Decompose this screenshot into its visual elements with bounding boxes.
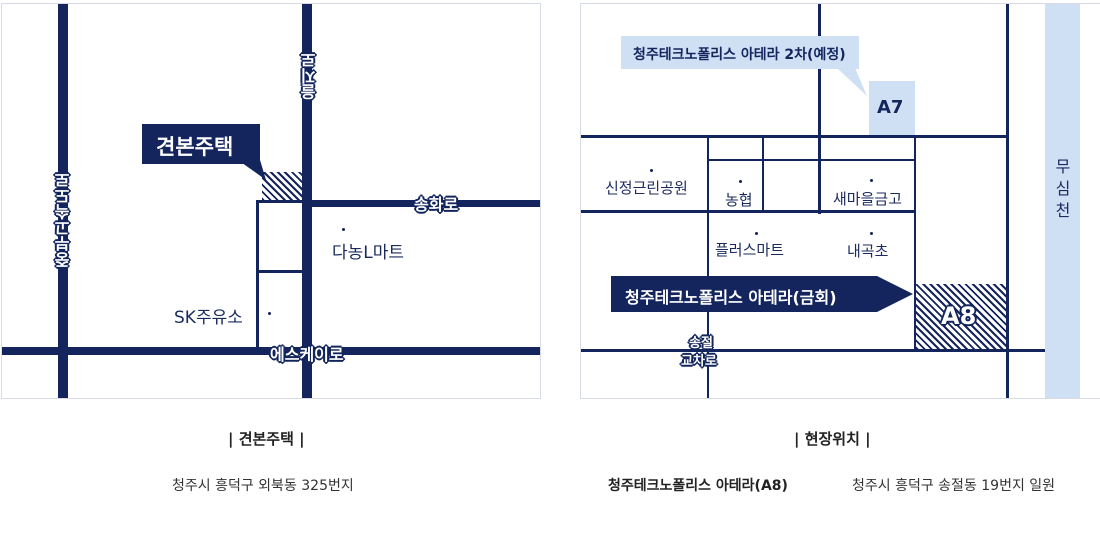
a7-callout-pointer [837, 68, 867, 96]
eseukei-road [2, 347, 540, 355]
block-line [256, 200, 259, 350]
right-caption-address: 청주시 흥덕구 송절동 19번지 일원 [852, 478, 1056, 494]
eseukei-road-label: 에스케이로 [270, 345, 344, 364]
place-dot [870, 232, 873, 235]
a8-label: A8 [941, 302, 977, 330]
a8-site-block [916, 284, 1006, 349]
a7-label: A7 [877, 97, 904, 118]
place-dot [739, 180, 742, 183]
road-line [707, 135, 709, 398]
sk-gas-station-label: SK주유소 [174, 308, 243, 328]
road-line [1006, 4, 1009, 398]
place-dot [342, 228, 345, 231]
musimcheon-stream [1045, 4, 1080, 398]
road-line [762, 135, 764, 213]
place-dot [268, 312, 271, 315]
jungbu-road-label: 중부고속도로 [54, 172, 73, 268]
left-caption-bar: | [293, 430, 305, 448]
road-line [914, 135, 916, 352]
left-caption-bar: | [228, 430, 239, 448]
block-line [256, 200, 304, 203]
nonghyup-label: 농협 [725, 191, 753, 209]
callout-pointer [238, 160, 266, 180]
songjeol-label-2: 교차로 [681, 354, 717, 369]
danong-mart-label: 다농L마트 [332, 243, 405, 263]
a7-callout-label: 청주테크노폴리스 아테라 2차(예정) [633, 47, 846, 63]
place-dot [650, 169, 653, 172]
road-line [707, 159, 915, 161]
left-caption-address: 청주시 흥덕구 외북동 325번지 [172, 478, 354, 494]
plus-mart-label: 플러스마트 [715, 241, 785, 259]
road-line [581, 135, 1008, 138]
place-dot [870, 179, 873, 182]
jungbu-expressway-road [58, 4, 68, 398]
model-house-marker [262, 172, 302, 200]
block-line [256, 270, 304, 273]
model-house-callout-label: 견본주택 [156, 135, 234, 159]
saemaeul-label: 새마을금고 [833, 190, 903, 208]
right-caption-name: 청주테크노폴리스 아테라(A8) [608, 478, 788, 494]
model-house-callout: 견본주택 [142, 124, 260, 164]
model-house-map: 견본주택 을지로 송화로 중부고속도로 에스케이로 다농L마트 SK주유소 [1, 3, 541, 399]
left-caption-title-text: 견본주택 [238, 430, 294, 448]
left-caption-title: | 견본주택 | [228, 428, 305, 449]
a7-callout: 청주테크노폴리스 아테라 2차(예정) [621, 36, 859, 69]
right-caption-bar: | [859, 430, 871, 448]
site-callout: 청주테크노폴리스 아테라(금회) [611, 276, 877, 312]
songhwa-road [302, 200, 540, 207]
right-caption-title-text: 현장위치 [804, 430, 860, 448]
road-line [581, 349, 1045, 352]
road-line [818, 4, 821, 214]
eulji-road-label: 을지로 [300, 52, 319, 100]
site-callout-pointer [877, 276, 913, 312]
naegok-school-label: 내곡초 [847, 242, 889, 260]
road-line [581, 210, 916, 213]
place-dot [755, 232, 758, 235]
musimcheon-label: 무심천 [1052, 158, 1071, 224]
right-caption-bar: | [794, 430, 805, 448]
songhwa-road-label: 송화로 [414, 195, 459, 214]
a7-block [869, 81, 915, 135]
sinjeong-park-label: 신정근린공원 [605, 179, 688, 197]
site-callout-label: 청주테크노폴리스 아테라(금회) [625, 288, 837, 307]
site-location-map: 무심천 A7 청주테크노폴리스 아테라 2차(예정) A8 청주테크노폴리스 아… [580, 3, 1100, 399]
right-caption-title: | 현장위치 | [794, 428, 871, 449]
songjeol-label-1: 송절 [689, 336, 713, 351]
